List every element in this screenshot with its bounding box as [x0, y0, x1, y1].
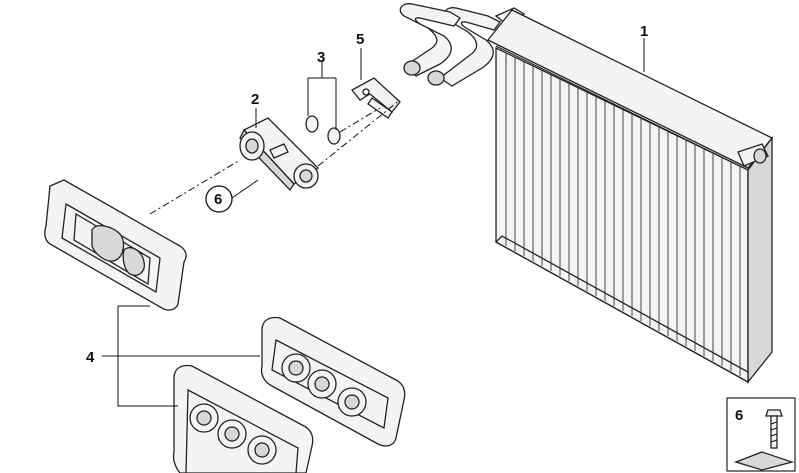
grommet-triple-a[interactable] [260, 316, 406, 447]
grommet-triple-b[interactable] [172, 364, 314, 473]
o-rings[interactable] [305, 115, 341, 145]
callout-4: 4 [86, 349, 95, 366]
wedge-icon [734, 451, 795, 471]
callout-6-box: 6 [735, 407, 743, 424]
expansion-valve[interactable] [239, 117, 320, 192]
screw-icon [765, 409, 783, 449]
callout-1: 1 [640, 23, 648, 40]
callout-6-circled: 6 [205, 185, 233, 213]
callout-3: 3 [317, 49, 325, 66]
callout-2: 2 [251, 91, 259, 108]
bracket[interactable] [351, 77, 401, 119]
callout-5: 5 [356, 31, 364, 48]
evaporator-pipes [399, 3, 526, 87]
leader-lines [102, 38, 645, 407]
evaporator-fins [505, 53, 741, 376]
callout-6-label: 6 [214, 191, 222, 208]
evaporator[interactable] [399, 3, 774, 384]
assembly-lines [149, 99, 401, 215]
screw-inset-box[interactable]: 6 [726, 397, 796, 472]
grommet-large[interactable] [44, 179, 187, 311]
